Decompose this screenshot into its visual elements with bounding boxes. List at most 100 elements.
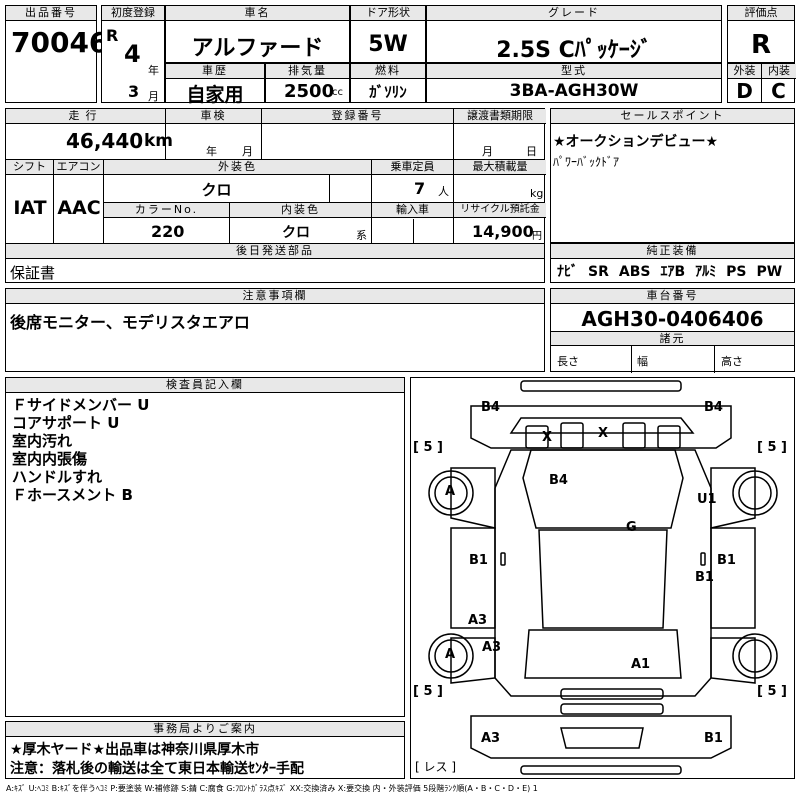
- equipment-item: SR: [588, 264, 609, 280]
- displacement-box: 排気量 2500 cc: [265, 63, 350, 103]
- mark-a1: A1: [631, 657, 651, 672]
- history-box: 車歴 自家用: [165, 63, 265, 106]
- inspector-line: Ｆサイドメンバー U: [12, 396, 150, 414]
- spec-table: 走行 車検 登録番号 譲渡書類期限 46,440 km 年 月 月 日 シフト …: [5, 108, 546, 283]
- sales-line-1: ★オークションデビュー★: [553, 134, 719, 150]
- grade-box: グレード 2.5S Cﾊﾟｯｹｰｼﾞ: [426, 5, 722, 63]
- score-box: 評価点 R: [727, 5, 795, 63]
- office-line-2: 注意：落札後の輸送は全て東日本輸送ｾﾝﾀｰ手配: [10, 761, 304, 777]
- car-name-label: 車名: [166, 6, 349, 21]
- import-label: 輸入車: [372, 203, 454, 218]
- displacement: 2500: [284, 81, 335, 102]
- history-label: 車歴: [166, 64, 264, 79]
- reg-no-label: 登録番号: [262, 109, 454, 124]
- width-label: 幅: [637, 355, 648, 368]
- tire-front-right: [ 5 ]: [757, 440, 787, 455]
- height-label: 高さ: [721, 355, 743, 368]
- mileage: 46,440: [66, 129, 144, 153]
- displacement-label: 排気量: [266, 64, 349, 79]
- mark-x-2: X: [598, 426, 609, 441]
- recycle-label: リサイクル預託金: [454, 203, 546, 218]
- sales-line-2: ﾊﾟﾜｰﾊﾞｯｸﾄﾞｱ: [553, 155, 620, 169]
- fuel-box: 燃料 ｶﾞｿﾘﾝ: [350, 63, 426, 103]
- int-color: クロ: [282, 225, 310, 241]
- tire-rear-left: [ 5 ]: [413, 684, 443, 699]
- int-label: 内装: [762, 64, 796, 79]
- later-parts: 保証書: [10, 264, 56, 282]
- inspection-label: 車検: [166, 109, 262, 124]
- load-unit: kg: [530, 187, 544, 200]
- recycle-fee: 14,900: [472, 222, 534, 241]
- mark-a-front-left: A: [445, 484, 456, 499]
- displacement-unit: cc: [332, 87, 343, 98]
- ext-grade: D: [736, 79, 753, 103]
- notes-box: 注意事項欄 後席モニター、モデリスタエアロ: [5, 288, 545, 372]
- fuel: ｶﾞｿﾘﾝ: [369, 83, 407, 101]
- insp-month-unit: 月: [242, 145, 253, 158]
- year-unit: 年: [148, 64, 159, 77]
- chassis-box: 車台番号 AGH30-0406406 諸元 長さ 幅 高さ: [550, 288, 795, 373]
- lot-box: 出品番号 70046: [5, 5, 108, 103]
- car-name: アルファード: [191, 36, 324, 61]
- equipment-item: PW: [756, 264, 783, 280]
- mark-a3-rear: A3: [481, 731, 501, 746]
- score: R: [750, 30, 772, 60]
- office-label: 事務局よりご案内: [6, 722, 404, 737]
- chassis-label: 車台番号: [551, 289, 794, 304]
- capacity-unit: 人: [438, 185, 449, 198]
- insp-year-unit: 年: [206, 145, 217, 158]
- inspector-line: Ｆホースメント B: [12, 486, 133, 504]
- tire-rear-right: [ 5 ]: [757, 684, 787, 699]
- mark-a3-left-2: A3: [482, 640, 502, 655]
- first-registration-box: 初度登録 R 4 年 3 月: [101, 5, 165, 103]
- mark-b1-right: B1: [717, 553, 736, 568]
- mark-b4-hood: B4: [549, 473, 568, 488]
- inspector-line: コアサポート U: [12, 414, 120, 432]
- score-label: 評価点: [728, 6, 794, 21]
- lot-label: 出品番号: [6, 6, 96, 21]
- color-label: 外装色: [104, 160, 372, 175]
- ext-int-grade-box: 外装 内装 D C: [727, 63, 796, 103]
- mark-g-roof: G: [626, 520, 637, 535]
- inspector-line: 室内内張傷: [12, 450, 88, 468]
- door-type: 5W: [368, 32, 408, 57]
- fuel-label: 燃料: [351, 64, 425, 79]
- damage-diagram: B4 B4 X X [ 5 ] [ 5 ] A B4 U1 G B1 B1 B1…: [410, 377, 795, 779]
- sales-point-box: セールスポイント ★オークションデビュー★ ﾊﾟﾜｰﾊﾞｯｸﾄﾞｱ: [550, 108, 795, 243]
- ac: AAC: [57, 197, 101, 219]
- notes-text: 後席モニター、モデリスタエアロ: [10, 313, 250, 332]
- reg-month: 3: [128, 82, 140, 101]
- equipment-item: PS: [726, 264, 747, 280]
- mark-x-1: X: [542, 430, 553, 445]
- dims-label: 諸元: [551, 331, 794, 346]
- mark-b1-right-2: B1: [695, 570, 714, 585]
- spare-tire-less: [ レス ]: [415, 760, 457, 774]
- model-label: 型式: [427, 64, 721, 79]
- capacity-label: 乗車定員: [372, 160, 454, 175]
- car-name-box: 車名 アルファード: [165, 5, 350, 63]
- equipment-item: ｴｱB: [660, 264, 686, 280]
- era: R: [106, 26, 119, 45]
- equipment-item: ﾅﾋﾞ: [557, 264, 578, 280]
- color-no-label: カラーNo.: [104, 203, 230, 218]
- mileage-unit: km: [144, 131, 174, 151]
- mark-u1: U1: [697, 492, 717, 507]
- color: クロ: [201, 181, 232, 199]
- legend: A:ｷｽﾞ U:ﾍｺﾐ B:ｷｽﾞを伴うﾍｺﾐ P:要塗装 W:補修跡 S:錆 …: [6, 784, 538, 793]
- mileage-label: 走行: [6, 109, 166, 124]
- shift-label: シフト: [6, 160, 54, 175]
- equipment-label: 純正装備: [551, 244, 794, 259]
- recycle-unit: 円: [532, 231, 542, 242]
- transfer-day-unit: 日: [526, 145, 537, 158]
- mark-b1-left: B1: [469, 553, 488, 568]
- car-outline: [428, 380, 778, 775]
- mark-b4-front-left: B4: [481, 400, 500, 415]
- equipment-item: ｱﾙﾐ: [695, 264, 717, 280]
- int-color-label: 内装色: [230, 203, 372, 218]
- load-label: 最大積載量: [454, 160, 546, 175]
